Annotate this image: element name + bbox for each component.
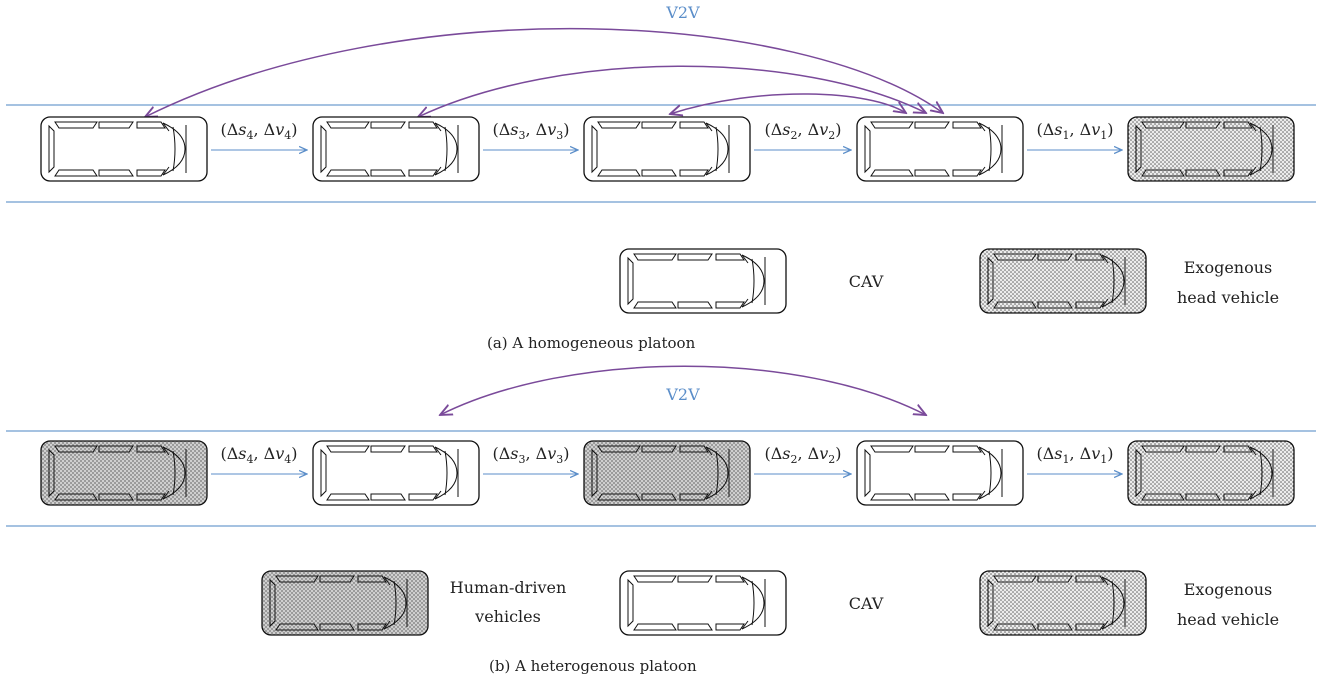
vehicle-1-b [40,440,208,506]
legend-a: CAV Exogenous head vehicle [619,248,1279,314]
vehicle-2-b [312,440,480,506]
caption-b: (b) A heterogenous platoon [489,657,697,675]
gap-label-b-3: (Δs2, Δv2) [764,444,841,466]
vehicle-1-a [40,116,208,182]
panel-b: V2V (Δs4, Δv4) (Δs3, Δv3) (Δs2, Δv2) (Δs… [6,365,1316,675]
legend-cav-label-b: CAV [849,594,884,613]
gap-label-a-3: (Δs2, Δv2) [764,120,841,142]
vehicle-head-a [1127,116,1295,182]
gap-label-b-1: (Δs4, Δv4) [220,444,297,466]
legend-b: Human-driven vehicles CAV Exogenous head… [261,570,1279,636]
legend-head-label-b-line1: Exogenous [1184,580,1273,599]
v2v-label-a: V2V [665,3,700,22]
v2v-arc-b [440,365,926,415]
legend-head-label-b-line2: head vehicle [1177,610,1279,629]
legend-human-label-b-line1: Human-driven [450,578,567,597]
legend-head-label-a-line2: head vehicle [1177,288,1279,307]
legend-cav-icon-b [619,570,787,636]
v2v-arc-3-a [670,93,906,114]
gap-label-b-4: (Δs1, Δv1) [1036,444,1113,466]
panel-a: V2V (Δs4, Δv4) (Δs3, Δv3) (Δs2, Δv2) (Δs… [6,3,1316,352]
v2v-label-b: V2V [665,385,700,404]
vehicle-2-a [312,116,480,182]
legend-head-label-a-line1: Exogenous [1184,258,1273,277]
gap-label-b-2: (Δs3, Δv3) [492,444,569,466]
vehicle-3-a [583,116,751,182]
gap-labels-b: (Δs4, Δv4) (Δs3, Δv3) (Δs2, Δv2) (Δs1, Δ… [220,444,1113,466]
gap-labels-a: (Δs4, Δv4) (Δs3, Δv3) (Δs2, Δv2) (Δs1, Δ… [220,120,1113,142]
legend-human-label-b-line2: vehicles [474,607,541,626]
legend-human-icon-b [261,570,429,636]
gap-label-a-2: (Δs3, Δv3) [492,120,569,142]
vehicle-3-b [583,440,751,506]
legend-head-icon-a [979,248,1147,314]
vehicle-4-b [856,440,1024,506]
v2v-arc-1-a [145,27,943,117]
gap-label-a-4: (Δs1, Δv1) [1036,120,1113,142]
vehicle-head-b [1127,440,1295,506]
caption-a: (a) A homogeneous platoon [487,334,696,352]
legend-cav-icon-a [619,248,787,314]
legend-head-icon-b [979,570,1147,636]
gap-label-a-1: (Δs4, Δv4) [220,120,297,142]
vehicle-4-a [856,116,1024,182]
v2v-arc-2-a [418,65,926,117]
legend-cav-label-a: CAV [849,272,884,291]
